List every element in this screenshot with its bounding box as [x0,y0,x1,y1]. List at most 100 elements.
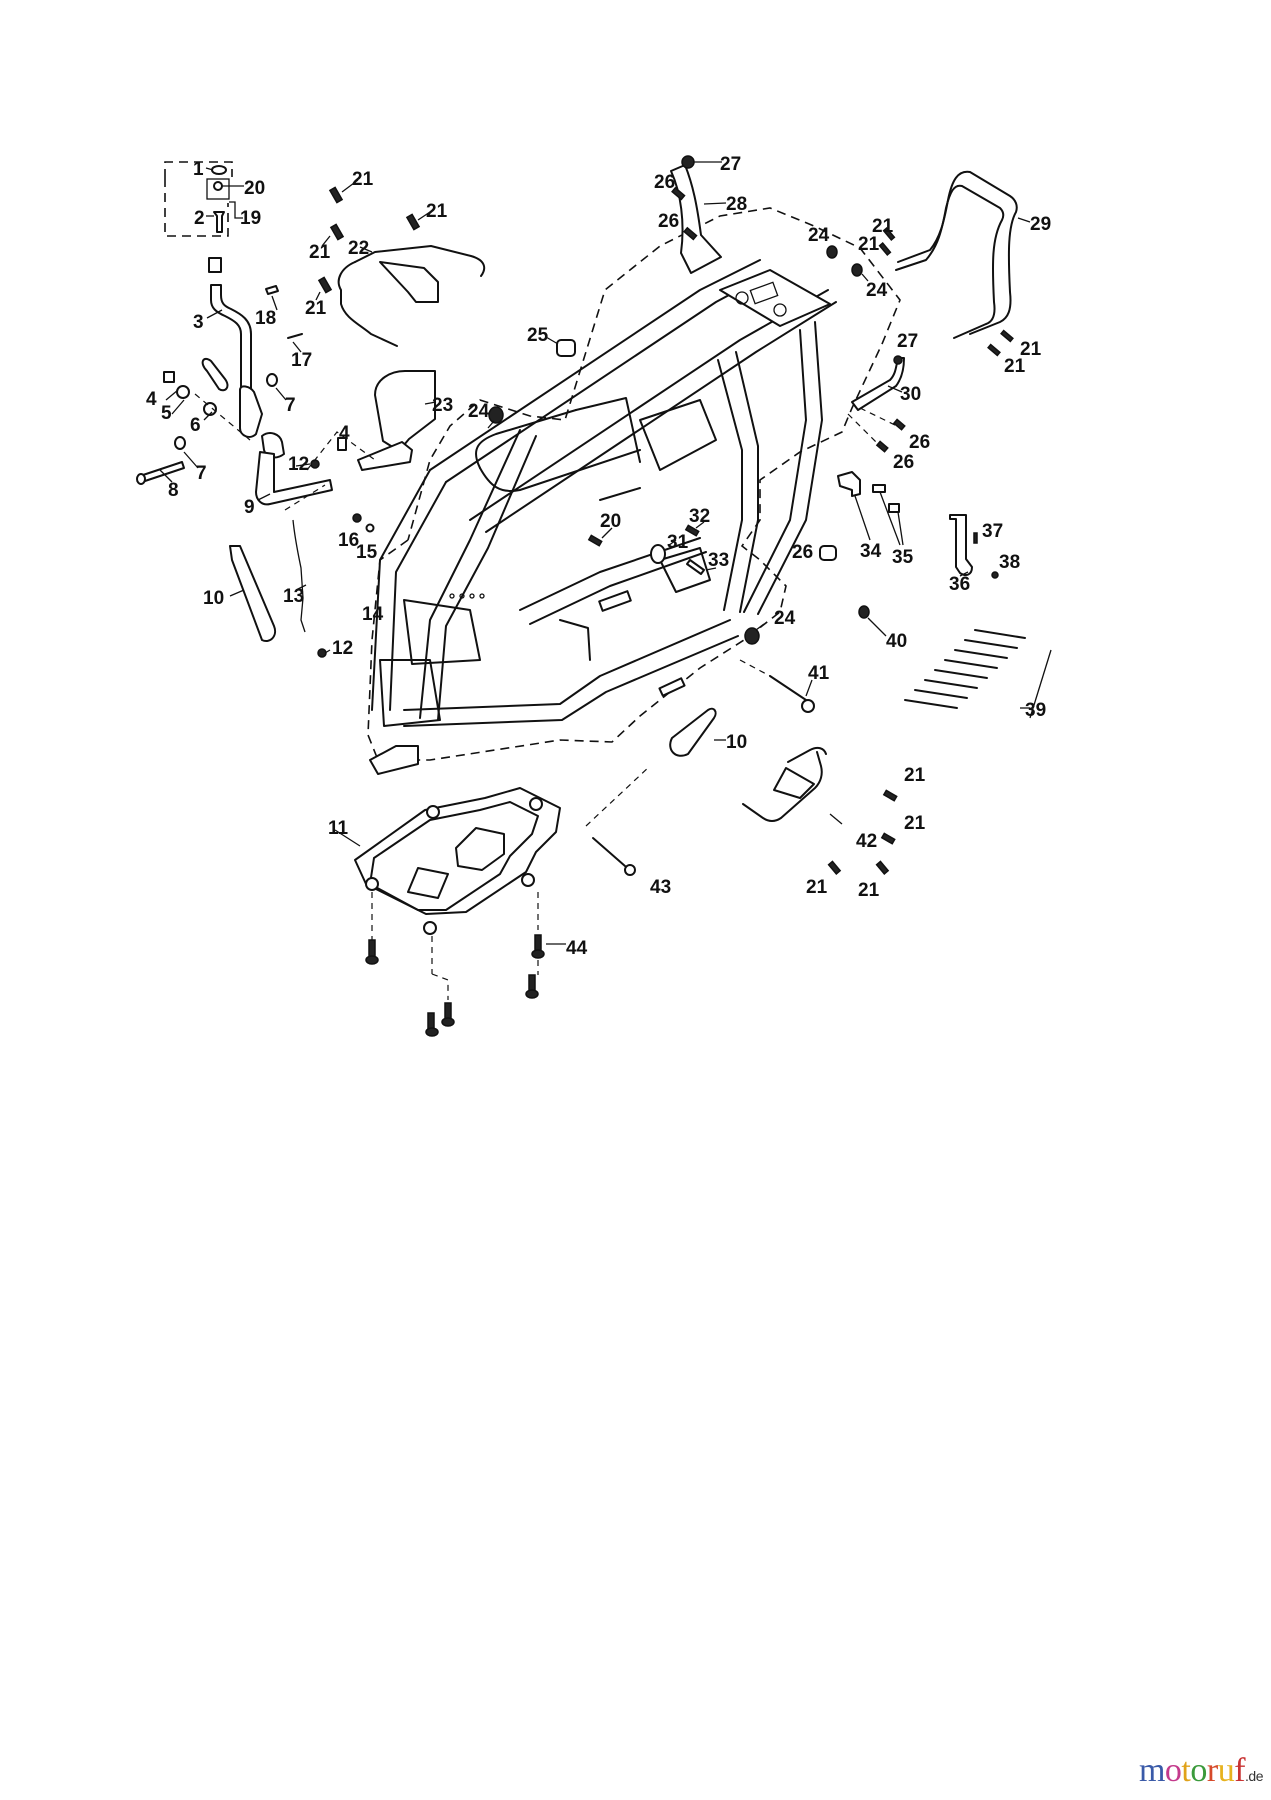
part-20-screw [587,534,603,547]
callout-label: 20 [244,178,265,199]
callout-label: 26 [893,452,914,473]
callout-label: 21 [309,242,331,263]
callout-label: 5 [161,403,172,424]
motoruf-logo: motoruf.de [1138,1752,1264,1789]
callout-label: 26 [658,211,679,232]
callout-label: 24 [468,401,490,422]
callout-label: 8 [168,480,179,501]
callout-label: 21 [904,813,926,834]
part-35-bolt [872,484,886,493]
callout-label: 10 [726,732,747,753]
callout-label: 33 [708,550,729,571]
callout-label: 21 [352,169,374,190]
callout-label: 37 [982,521,1003,542]
callout-label: 2 [194,208,205,229]
part-21-bolt [880,832,896,845]
part-5-washer [176,385,190,399]
part-21-bolt [882,227,896,241]
key-kit-group [164,161,244,237]
callout-label: 26 [909,432,930,453]
part-3-shift-lever [206,257,303,405]
part-35-bolt [888,503,900,513]
callout-label: 1 [193,159,204,180]
part-37-pin [973,532,978,544]
part-26-bolt [892,418,906,431]
callout-label: 38 [999,552,1020,573]
callout-label: 29 [1030,214,1051,235]
callout-label: 16 [338,530,359,551]
callout-label: 26 [654,172,675,193]
part-42-footrest-bracket [742,746,843,825]
callout-label: 22 [348,238,369,259]
part-21-bolt [827,860,842,875]
callout-label: 41 [808,663,830,684]
part-21-bolt [882,789,898,802]
callout-label: 12 [288,454,309,475]
part-34-clip [837,471,861,497]
callout-labels: 1 20 2 19 21 21 21 22 21 3 18 17 4 5 7 6… [146,154,1051,959]
callout-label: 17 [291,350,312,371]
callout-label: 21 [1004,356,1026,377]
part-28-stay [670,155,727,274]
part-10-bracket-right [669,707,717,757]
callout-label: 39 [1025,700,1046,721]
callout-label: 4 [339,423,350,444]
part-26-bolt [875,440,889,453]
callout-label: 10 [203,588,224,609]
callout-label: 4 [146,389,157,410]
part-26-bushing [819,545,837,561]
callout-label: 21 [305,298,327,319]
part-43-bolt [585,765,651,876]
callout-label: 24 [774,608,796,629]
callout-label: 30 [900,384,921,405]
part-29-grab-bar [895,170,1031,357]
part-21-bolt [878,242,892,256]
callout-label: 34 [860,541,882,562]
callout-label: 7 [196,463,207,484]
part-24-nut [826,245,838,259]
part-10-bracket-left [229,545,276,642]
callout-label: 21 [872,216,894,237]
part-18-clip [265,285,279,295]
callout-label: 42 [856,831,877,852]
callout-label: 18 [255,308,276,329]
callout-label: 6 [190,415,201,436]
callout-label: 35 [892,547,914,568]
callout-label: 14 [362,604,384,625]
callout-label: 27 [897,331,918,352]
callout-label: 28 [726,194,747,215]
part-16-nut [352,513,362,523]
part-2-key [213,211,225,233]
part-24-nut [488,406,504,424]
callout-label: 21 [858,880,880,901]
callout-label: 9 [244,497,255,518]
part-1-key-cap [211,165,227,175]
callout-label: 20 [600,511,621,532]
part-9-pedal [255,451,333,506]
part-21-bolt [875,860,890,875]
part-22-footrest-bracket [337,245,486,347]
brake-pedal-assembly [136,357,333,658]
callout-label: 44 [566,938,588,959]
part-20-screw [213,181,223,191]
callout-label: 21 [858,234,880,255]
callout-label: 24 [866,280,888,301]
part-15-washer [365,523,375,533]
part-30-bracket [847,355,906,453]
part-36-lever [949,514,973,576]
part-7-washer [266,373,278,387]
callout-label: 21 [426,201,448,222]
callout-label: 32 [689,506,710,527]
part-25-bushing [556,339,576,357]
callout-label: 13 [283,586,304,607]
part-24-nut [744,627,760,645]
part-40-nut [858,605,870,619]
part-14-main-frame [367,207,901,775]
callout-label: 21 [1020,339,1042,360]
part-21-bolts-top-left [315,179,431,301]
part-27-nut [893,355,903,365]
part-23-cover [374,370,436,452]
part-32-bolt [684,524,700,537]
callout-label: 11 [328,818,349,839]
callout-label: 12 [332,638,353,659]
